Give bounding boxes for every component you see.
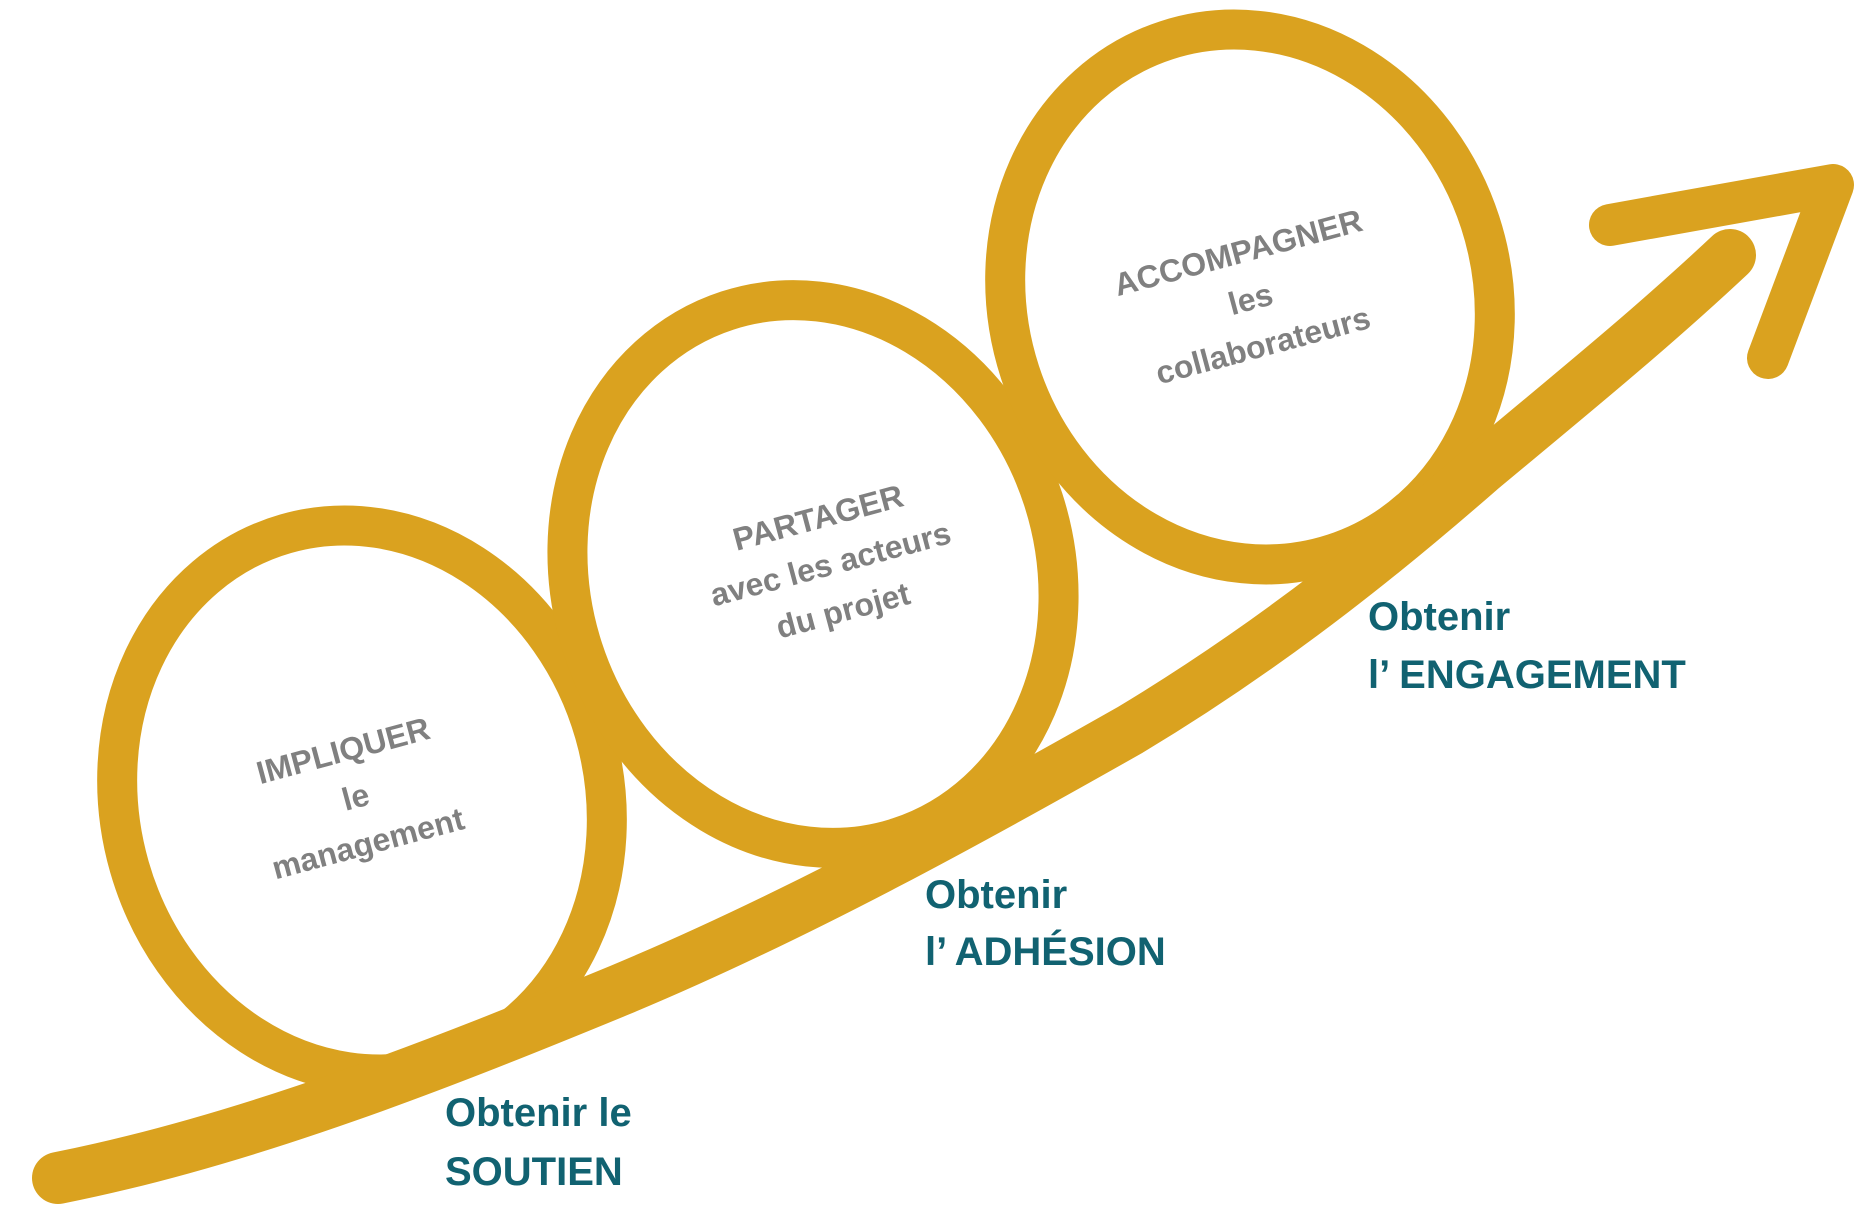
step-1-line2: le: [338, 776, 373, 818]
circle-step-3: [985, 9, 1515, 585]
step-1-verb: IMPLIQUER: [253, 710, 434, 791]
upward-trend-arrow-icon: [32, 164, 1854, 1204]
step-1-line3: management: [268, 800, 468, 886]
outcome-3-line1: Obtenir: [1368, 595, 1510, 639]
outcome-1-line2: SOUTIEN: [445, 1150, 623, 1194]
arrow-shaft: [32, 229, 1756, 1204]
arrow-head: [1589, 164, 1854, 379]
outcome-2-line1: Obtenir: [925, 873, 1067, 917]
outcome-label-2: Obtenir l’ ADHÉSION: [925, 873, 1166, 974]
outcome-3-line2: l’ ENGAGEMENT: [1368, 653, 1686, 697]
step-label-2: PARTAGER avec les acteurs du projet: [706, 478, 954, 646]
step-label-1: IMPLIQUER le management: [253, 710, 469, 886]
outcome-1-line1: Obtenir le: [445, 1091, 632, 1135]
step-3-line2: les: [1224, 276, 1276, 322]
outcome-label-3: Obtenir l’ ENGAGEMENT: [1368, 595, 1686, 697]
step-label-3: ACCOMPAGNER les collaborateurs: [1110, 202, 1374, 391]
outcome-label-1: Obtenir le SOUTIEN: [445, 1091, 632, 1194]
outcome-2-line2: l’ ADHÉSION: [925, 929, 1166, 974]
